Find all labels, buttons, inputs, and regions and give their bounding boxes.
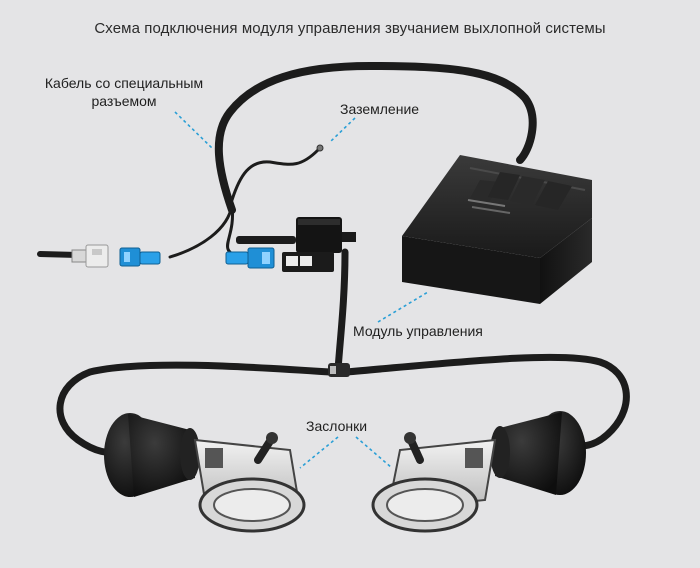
- blue-connector-left: [119, 247, 161, 267]
- label-ground: Заземление: [340, 101, 420, 117]
- main-cable: [56, 61, 630, 456]
- ground-terminal: [316, 144, 324, 152]
- label-cable-line1: Кабель со специальным: [44, 75, 204, 91]
- leader-dampers-left: [299, 436, 339, 469]
- leader-lines: [174, 111, 429, 469]
- control-module: [402, 155, 592, 304]
- leader-dampers-right: [355, 436, 393, 469]
- blue-connector-right: [225, 247, 275, 269]
- left-damper: [104, 413, 306, 533]
- label-cable-line2: разъемом: [91, 93, 157, 109]
- leader-ground: [329, 117, 356, 143]
- leader-cable: [174, 111, 213, 149]
- relay-box: [236, 217, 356, 272]
- leader-module: [377, 291, 429, 323]
- label-cable: Кабель со специальным разъемом: [40, 74, 208, 110]
- white-plug-connector: [37, 244, 109, 268]
- label-dampers: Заслонки: [306, 418, 368, 434]
- label-module: Модуль управления: [353, 323, 483, 339]
- diagram-title: Схема подключения модуля управления звуч…: [94, 20, 606, 37]
- right-damper: [371, 411, 586, 533]
